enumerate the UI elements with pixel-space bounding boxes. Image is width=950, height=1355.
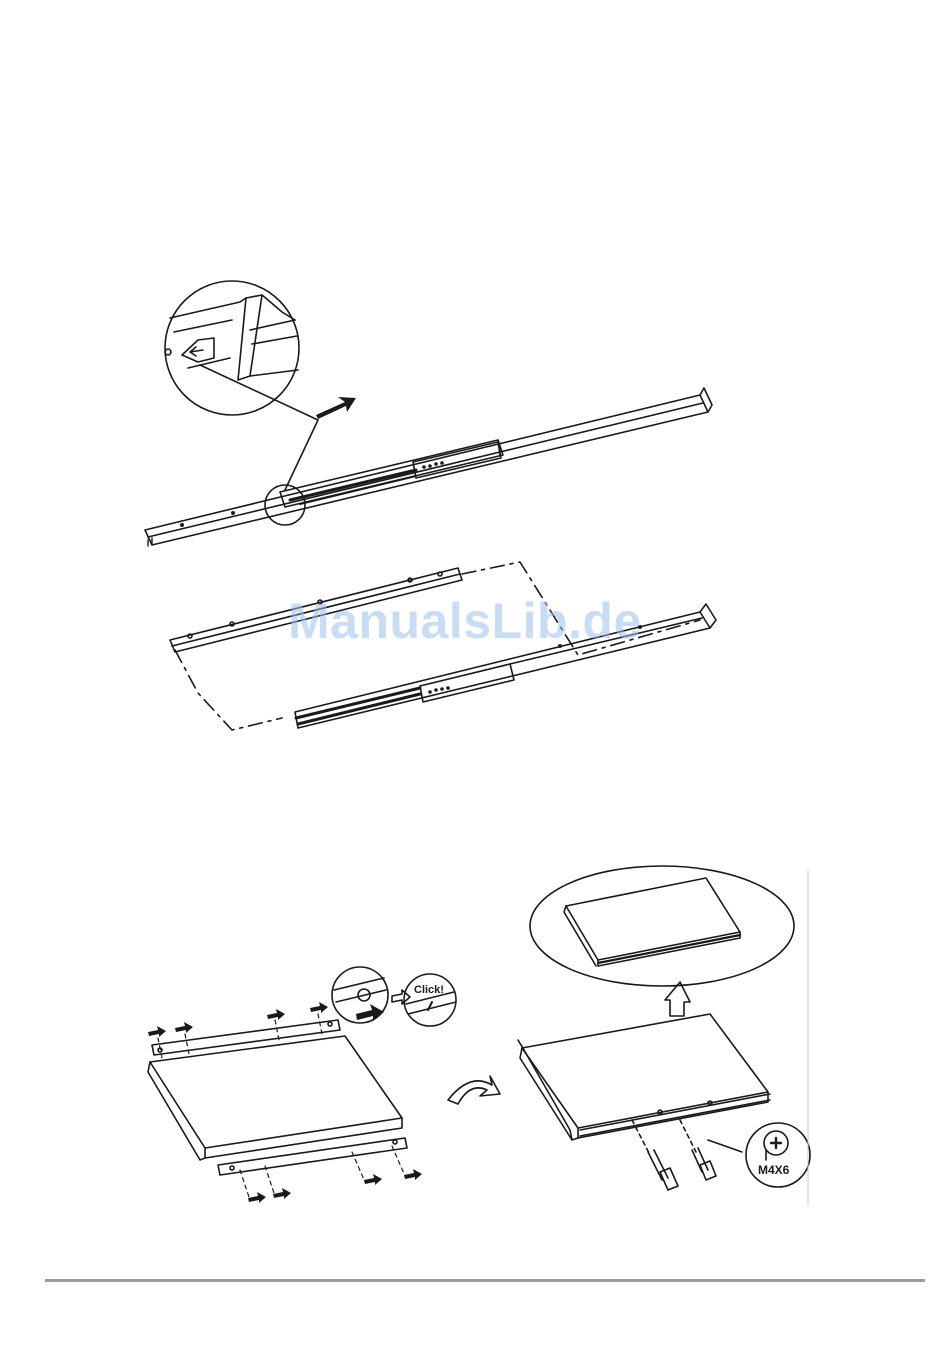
click-detail: Click! bbox=[332, 967, 456, 1026]
screw-label: M4X6 bbox=[758, 1163, 790, 1177]
curved-arrow-icon bbox=[448, 1076, 500, 1104]
arrow-icon bbox=[316, 397, 356, 419]
release-tab-magnifier bbox=[165, 281, 318, 525]
arrow-icon bbox=[148, 1002, 422, 1203]
curved-arrow-icon bbox=[665, 982, 690, 1016]
screw-icon: M4X6 bbox=[746, 1123, 810, 1187]
watermark: ManualsLib.de bbox=[288, 592, 668, 656]
click-label: Click! bbox=[414, 984, 444, 996]
chassis-mounted bbox=[518, 1014, 770, 1140]
footer-divider bbox=[45, 1279, 925, 1282]
mounted-result-callout bbox=[530, 866, 794, 986]
screwdriver-icon bbox=[632, 1120, 716, 1190]
